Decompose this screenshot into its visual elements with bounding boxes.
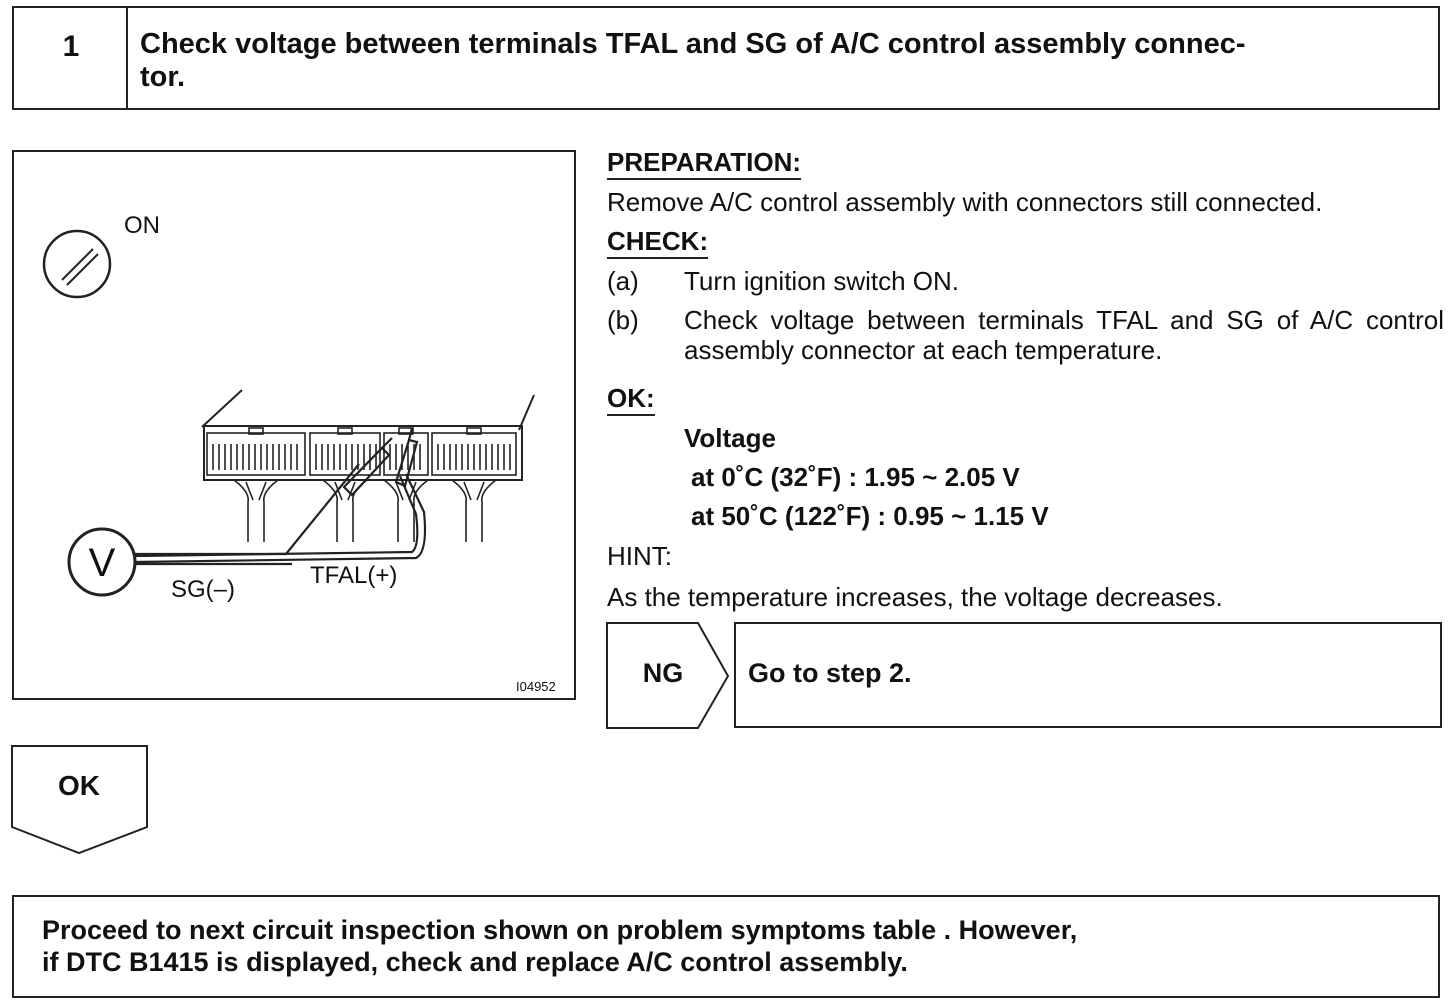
check-item-text: Turn ignition switch ON. <box>684 266 960 296</box>
ng-action-text: Go to step 2. <box>748 658 912 688</box>
ok-arrow-icon <box>11 745 148 855</box>
ng-label: NG <box>642 658 684 688</box>
tfal-positive-label: TFAL(+) <box>310 562 398 589</box>
ng-action-box <box>734 622 1442 728</box>
connector-block <box>431 432 517 476</box>
spec-label: Voltage <box>684 423 776 453</box>
check-item-letter: (b) <box>607 305 639 335</box>
connector-block <box>206 432 306 476</box>
sg-negative-label: SG(–) <box>171 576 236 603</box>
connector-housing <box>201 389 535 481</box>
connector-latch <box>466 427 482 435</box>
preparation-heading: PREPARATION: <box>607 147 802 180</box>
connector-block <box>309 432 381 476</box>
voltmeter-icon: V <box>67 527 137 597</box>
connector-latch <box>398 427 414 435</box>
svg-text:V: V <box>89 541 116 585</box>
step-number: 1 <box>62 30 80 63</box>
conclusion-text: if DTC B1415 is displayed, check and rep… <box>42 947 908 977</box>
step-header: 1 Check voltage between terminals TFAL a… <box>12 6 1440 110</box>
wiring-figure: V ON SG(–) TFAL(+) I04952 <box>12 150 576 700</box>
check-item-text: Check voltage between terminals TFAL and… <box>684 305 1444 365</box>
figure-id: I04952 <box>516 679 556 694</box>
connector-latch <box>337 427 353 435</box>
connector-latch <box>248 427 264 435</box>
connector-diagram: V <box>42 229 535 597</box>
switch-on-label: ON <box>124 212 160 239</box>
conclusion-box: Proceed to next circuit inspection shown… <box>12 895 1440 998</box>
hint-label: HINT: <box>607 541 672 571</box>
step-title: Check voltage between terminals TFAL and… <box>140 28 1246 93</box>
ok-heading: OK: <box>607 383 655 416</box>
spec-line: at 50˚C (122˚F) : 0.95 ~ 1.15 V <box>691 501 1049 531</box>
hint-text: As the temperature increases, the voltag… <box>607 582 1223 612</box>
wire-bundle <box>451 479 497 542</box>
wire-bundle <box>233 479 279 542</box>
ng-arrow-icon <box>606 622 730 729</box>
ignition-switch-icon <box>42 229 112 299</box>
ok-branch-label: OK <box>58 770 100 801</box>
spec-line: at 0˚C (32˚F) : 1.95 ~ 2.05 V <box>691 462 1020 492</box>
conclusion-text: Proceed to next circuit inspection shown… <box>42 915 1078 945</box>
preparation-text: Remove A/C control assembly with connect… <box>607 187 1323 217</box>
test-leads <box>134 427 427 566</box>
check-heading: CHECK: <box>607 226 709 259</box>
check-item-letter: (a) <box>607 266 639 296</box>
step-number-cell: 1 <box>14 8 128 108</box>
